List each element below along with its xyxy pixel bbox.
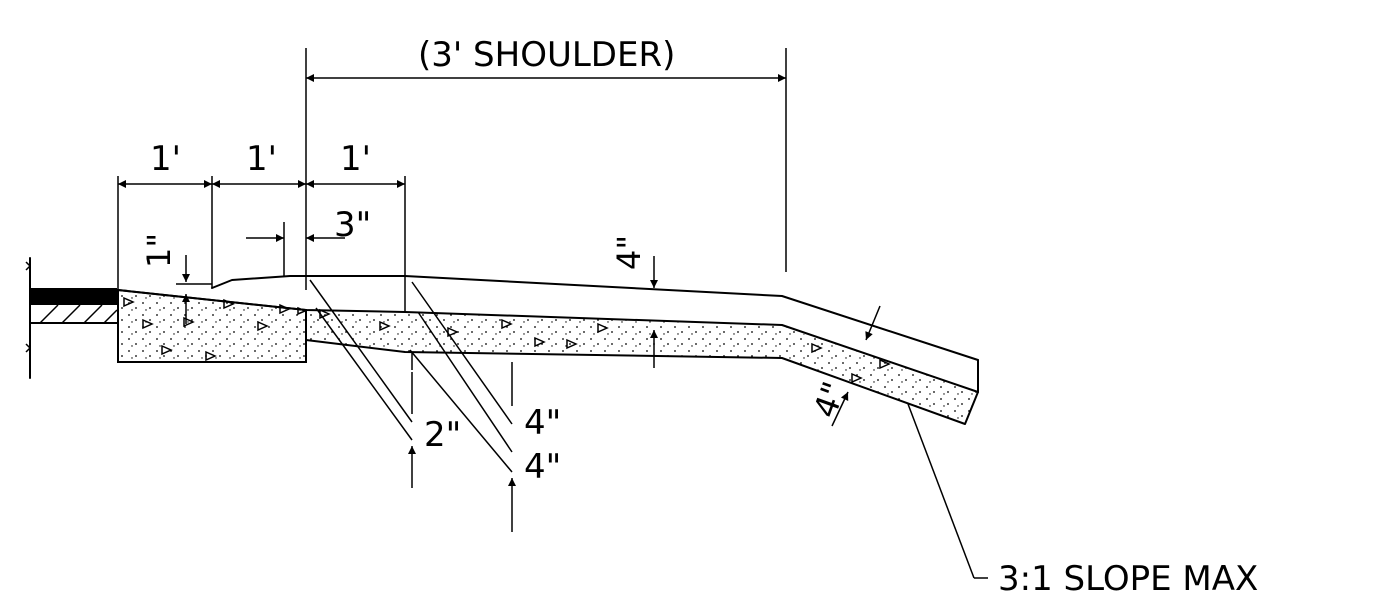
concrete-edge-block xyxy=(117,288,307,363)
dim-2in-label: 2" xyxy=(424,415,461,455)
dim-1ft-label-a: 1' xyxy=(150,139,181,179)
dimension-lines xyxy=(118,74,881,532)
leader-lines xyxy=(309,279,988,579)
shoulder-base-layer xyxy=(308,308,978,424)
dim-4in-top-label: 4" xyxy=(610,235,648,270)
dim-4in-label-a: 4" xyxy=(524,403,561,443)
dim-4in-label-b: 4" xyxy=(524,447,561,487)
dim-1in-label: 1" xyxy=(140,233,178,268)
slope-note-label: 3:1 SLOPE MAX xyxy=(998,559,1258,599)
dim-3in-label: 3" xyxy=(334,205,371,245)
dim-4in-slope-label: 4" xyxy=(806,377,854,423)
dim-1ft-label-c: 1' xyxy=(340,139,371,179)
dimension-labels: (3' SHOULDER) 1' 1' 1' 3" 1" 4" 2" 4" 4"… xyxy=(140,35,1258,599)
existing-pavement xyxy=(25,257,118,379)
dim-1ft-label-b: 1' xyxy=(246,139,277,179)
shoulder-width-label: (3' SHOULDER) xyxy=(418,35,675,75)
extension-lines xyxy=(117,48,787,312)
